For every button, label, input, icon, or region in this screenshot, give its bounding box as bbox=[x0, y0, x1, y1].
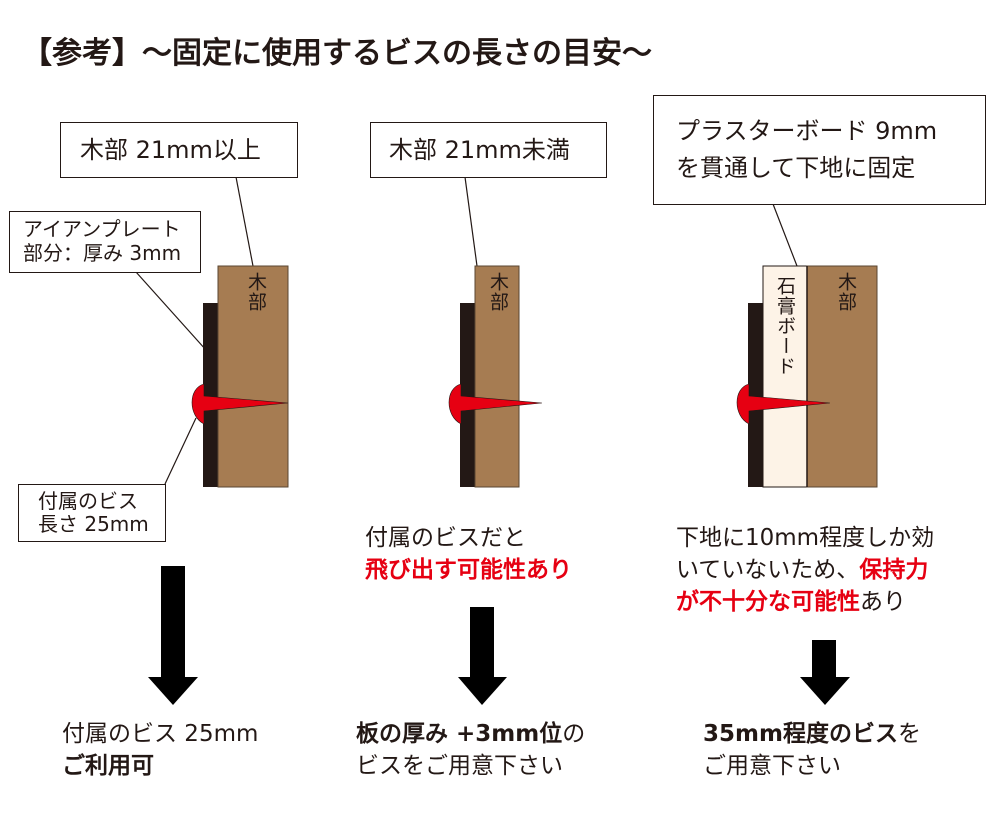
iron-plate bbox=[460, 303, 475, 487]
panel-3-note-line3-plain: あり bbox=[860, 589, 906, 615]
wood-block bbox=[806, 265, 878, 488]
wood-label: 木部 bbox=[245, 272, 267, 312]
panel-3-illustration bbox=[736, 203, 878, 488]
plate-callout bbox=[9, 211, 201, 273]
panel-2-note-line1: 付属のビスだと bbox=[365, 525, 526, 551]
panel-2-result: 板の厚み +3mm位の ビスをご用意下さい bbox=[356, 718, 585, 782]
panel-3-note-line3-warning: が不十分な可能性 bbox=[676, 589, 860, 615]
plate-callout-line2: 部分：厚み 3mm bbox=[23, 241, 182, 265]
panel-2-note: 付属のビスだと 飛び出す可能性あり bbox=[365, 522, 572, 586]
screw-callout-line2: 長さ 25mm bbox=[38, 512, 149, 536]
wood-thickness-callout bbox=[370, 122, 607, 178]
screw-icon bbox=[191, 383, 289, 425]
screw-icon bbox=[736, 383, 831, 425]
plasterboard-callout-line1: プラスターボード 9mm bbox=[676, 117, 938, 145]
wood-block bbox=[217, 265, 289, 488]
panel-3-note-line2-warning: 保持力 bbox=[859, 557, 929, 583]
screw-icon bbox=[448, 383, 543, 425]
panel-2-result-line2: ビスをご用意下さい bbox=[356, 753, 563, 779]
panel-3-result-line2: ご用意下さい bbox=[703, 753, 841, 779]
panel-1-result-line2: ご利用可 bbox=[62, 753, 154, 779]
down-arrow-icon bbox=[458, 607, 507, 705]
panel-2-result-bold: 板の厚み +3mm位 bbox=[356, 721, 563, 747]
screw-callout bbox=[18, 484, 166, 542]
panel-3-note-line1: 下地に10mm程度しか効 bbox=[676, 525, 935, 551]
panel-3-note-line2-plain: いていないため、 bbox=[676, 557, 860, 583]
panel-2-illustration bbox=[448, 176, 543, 488]
wood-label: 木部 bbox=[835, 272, 857, 312]
down-arrow-icon bbox=[148, 566, 198, 705]
panel-2-result-rest: の bbox=[562, 721, 586, 747]
iron-plate bbox=[748, 303, 763, 487]
plasterboard-callout-line2: を貫通して下地に固定 bbox=[676, 154, 916, 182]
page-title: 【参考】～固定に使用するビスの長さの目安～ bbox=[22, 36, 652, 71]
screw-callout-line1: 付属のビス bbox=[38, 489, 138, 513]
wood-label: 木部 bbox=[487, 272, 509, 312]
wood-thickness-callout-text: 木部 21mm以上 bbox=[80, 136, 261, 164]
gypsum-board bbox=[762, 265, 808, 488]
panel-3-note: 下地に10mm程度しか効 いていないため、保持力 が不十分な可能性あり bbox=[676, 522, 934, 618]
panel-3-result-bold: 35mm程度のビス bbox=[703, 721, 898, 747]
down-arrow-icon bbox=[800, 640, 850, 705]
wood-thickness-callout-text: 木部 21mm未満 bbox=[389, 136, 570, 164]
wood-thickness-callout bbox=[60, 122, 298, 178]
panel-1-illustration bbox=[135, 176, 289, 488]
panel-1-result-line1: 付属のビス 25mm bbox=[62, 721, 259, 747]
panel-3-result-rest: を bbox=[897, 721, 921, 747]
plate-callout-line1: アイアンプレート bbox=[23, 217, 181, 241]
gypsum-board-label: 石膏ボード bbox=[774, 276, 796, 376]
panel-3-result: 35mm程度のビスを ご用意下さい bbox=[703, 718, 921, 782]
panel-2-note-warning: 飛び出す可能性あり bbox=[365, 557, 572, 583]
plasterboard-callout bbox=[653, 95, 986, 205]
panel-1-result: 付属のビス 25mm ご利用可 bbox=[62, 718, 258, 782]
iron-plate bbox=[203, 303, 218, 487]
wood-block bbox=[474, 265, 520, 488]
